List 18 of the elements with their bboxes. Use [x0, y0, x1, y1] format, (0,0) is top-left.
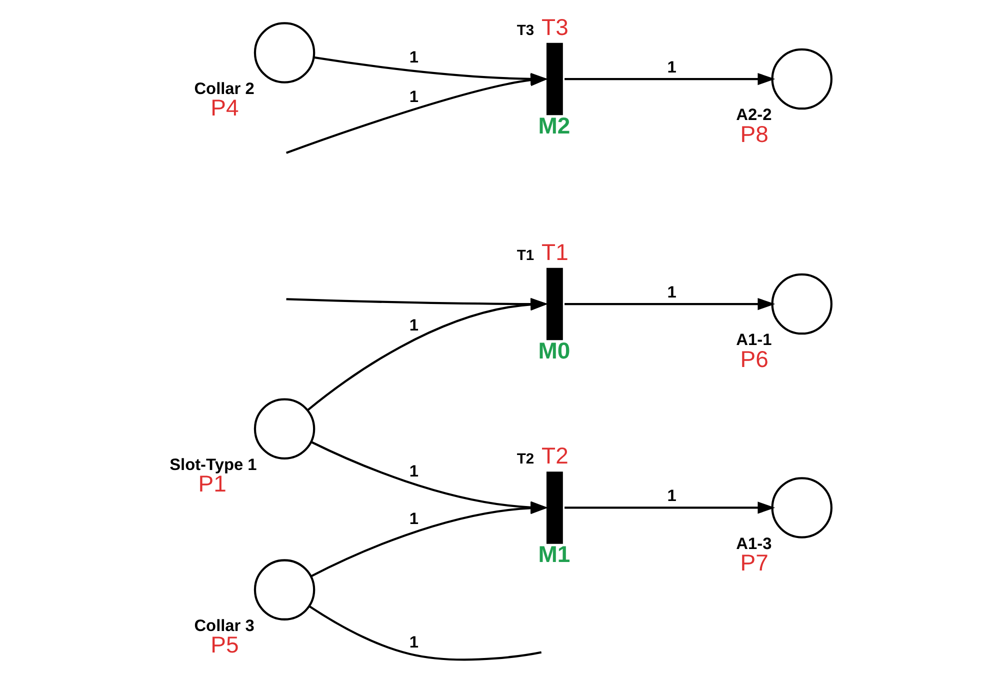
- node-label: T1: [516, 248, 534, 264]
- node-label: M0: [538, 338, 570, 364]
- edge-label: 1: [408, 88, 418, 106]
- edge-label: 1: [666, 487, 676, 506]
- node-label: T2: [541, 442, 568, 469]
- node-label: M2: [538, 112, 570, 139]
- edge-label: 1: [408, 633, 418, 652]
- edge-label: 1: [408, 510, 418, 528]
- node-label: T2: [516, 452, 534, 468]
- edge-label: 1: [666, 58, 676, 76]
- edge-label: 1: [408, 316, 418, 334]
- edge-label: 1: [408, 48, 418, 67]
- node-label: T3: [516, 23, 534, 40]
- node-label: T1: [541, 239, 568, 266]
- edge-label: 1: [666, 283, 676, 302]
- edge-label: 1: [408, 462, 418, 480]
- node-label: M1: [538, 541, 570, 568]
- node-label: T3: [541, 14, 568, 40]
